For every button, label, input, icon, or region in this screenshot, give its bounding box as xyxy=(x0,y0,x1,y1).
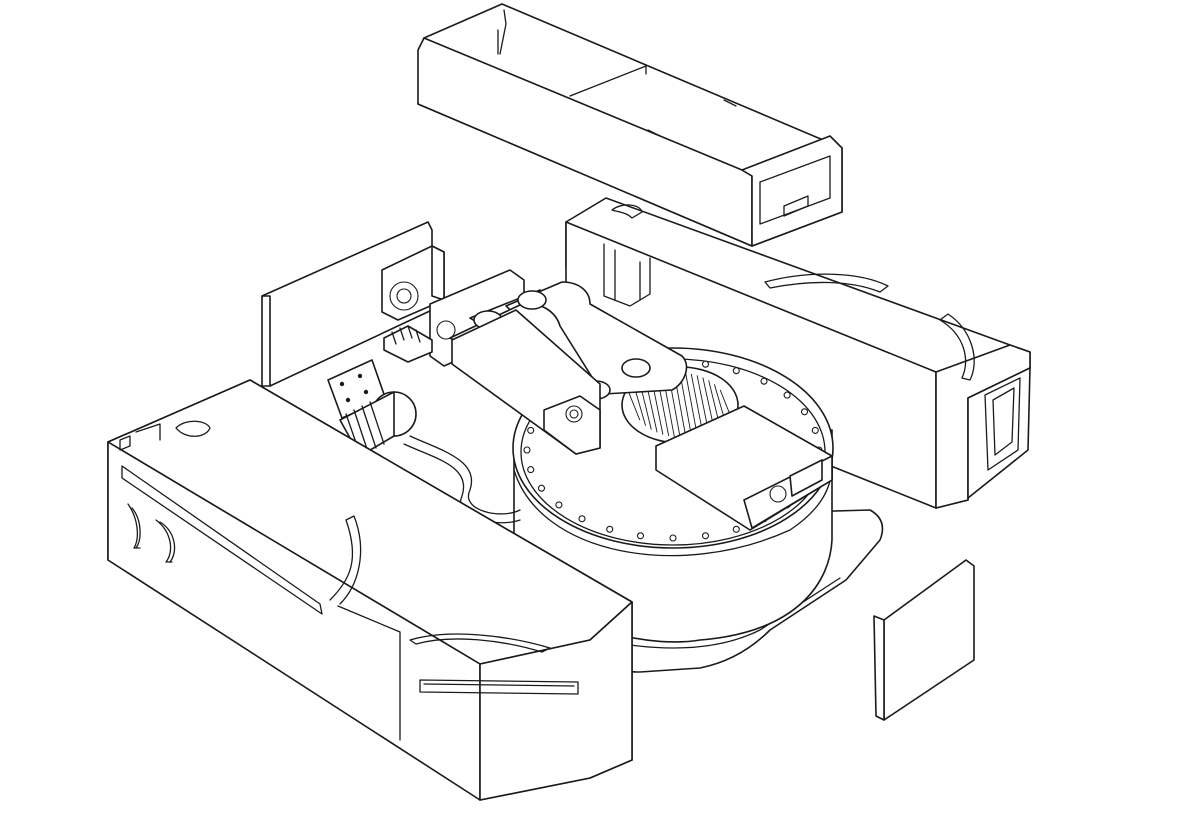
flange-bolt xyxy=(701,360,710,368)
flange-bolt xyxy=(701,532,710,540)
small-end-panel xyxy=(873,559,975,721)
flange-bolt xyxy=(555,501,563,509)
flange-bolt xyxy=(606,525,614,533)
left-housing xyxy=(107,379,633,801)
bellows-coupling xyxy=(327,359,521,524)
disc-groove xyxy=(685,372,699,438)
disc-groove xyxy=(679,372,693,438)
flange-bolt xyxy=(811,426,819,434)
flange-bolt xyxy=(732,525,740,533)
flange-bolt xyxy=(760,377,768,385)
flange-bolt xyxy=(578,515,586,523)
back-side-panel xyxy=(261,221,433,387)
flange-bolt xyxy=(783,391,791,399)
top-channel-cover xyxy=(417,3,843,247)
flange-bolt xyxy=(636,532,645,540)
flange-bolt xyxy=(732,367,740,375)
flange-bolt xyxy=(523,446,531,454)
disc-groove xyxy=(627,389,641,421)
flange-bolt xyxy=(800,408,809,416)
flange-bolt xyxy=(537,484,546,492)
flange-bolt xyxy=(669,534,677,542)
flange-bolt xyxy=(527,466,535,474)
twin-cylinder-actuator xyxy=(381,245,833,531)
flange-bolt xyxy=(527,426,535,434)
